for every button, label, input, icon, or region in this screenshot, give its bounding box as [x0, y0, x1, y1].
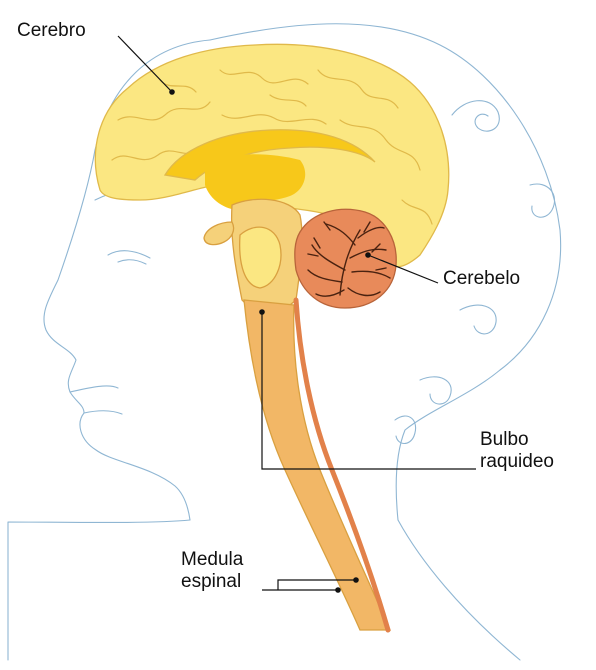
- label-cerebro: Cerebro: [17, 20, 86, 42]
- dot-bulbo: [259, 309, 265, 315]
- mouth-line: [84, 411, 122, 414]
- label-medula-line1: Medula: [181, 549, 243, 571]
- hair-curl-mid: [530, 184, 555, 217]
- shoulder-right: [398, 520, 520, 660]
- dot-cerebelo: [365, 252, 371, 258]
- label-bulbo-line2: raquideo: [480, 451, 554, 473]
- label-bulbo-line1: Bulbo: [480, 429, 554, 451]
- dot-medula-a: [335, 587, 341, 593]
- hair-curl-upper: [452, 101, 499, 131]
- label-medula-line2: espinal: [181, 571, 243, 593]
- label-medula-espinal: Medula espinal: [181, 549, 243, 593]
- eye-line: [108, 251, 150, 264]
- label-bulbo-raquideo: Bulbo raquideo: [480, 429, 554, 473]
- nose-line: [70, 386, 118, 392]
- hair-curl-low: [420, 305, 496, 404]
- shoulder-left: [8, 520, 190, 660]
- dot-medula-b: [353, 577, 359, 583]
- dot-cerebro: [169, 89, 175, 95]
- label-cerebelo: Cerebelo: [443, 268, 520, 290]
- pituitary: [204, 222, 234, 245]
- cerebellum: [295, 209, 396, 308]
